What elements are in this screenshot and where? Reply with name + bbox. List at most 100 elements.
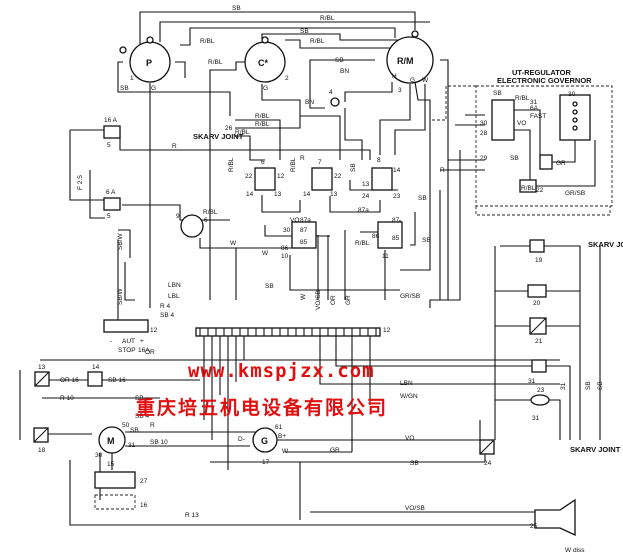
regulator-6a-label: 6A	[530, 105, 539, 112]
regulator-t30: 30	[480, 120, 488, 127]
wire-label: 31	[560, 382, 567, 390]
wire-label: GR/SB	[400, 293, 420, 300]
wire-label: R/BL	[208, 59, 223, 66]
skarv-joint-2: SKARV JOINT	[588, 240, 623, 249]
regulator-rbl-label: R/BL	[515, 95, 530, 102]
wire-label: GR	[330, 447, 340, 454]
generator-g-term: 61	[275, 424, 283, 431]
component-25-num: 25	[530, 523, 538, 530]
amp-label: 16A	[138, 347, 150, 354]
wire-label: SB	[232, 5, 241, 12]
wire-label: 31	[532, 415, 540, 422]
wire-label: LBL	[168, 293, 180, 300]
wire-label: R/BL	[320, 15, 335, 22]
wire-label: W/GN	[400, 393, 418, 400]
motor-m-term: 30	[95, 452, 103, 459]
generator-g-term: D-	[238, 436, 245, 443]
component-p-sensor	[531, 359, 547, 373]
wire-label: 31	[528, 378, 536, 385]
wire-label: W	[300, 293, 307, 300]
wire-label: SB 4	[160, 312, 174, 319]
relay-term: 85	[300, 239, 308, 246]
top-wiring	[69, 11, 485, 321]
regulator-vo-label: VO	[517, 120, 526, 127]
wire-label: SB	[300, 28, 309, 35]
wire-label: F 2.5	[77, 175, 84, 190]
motor-c-letter: C*	[258, 58, 268, 68]
component-20	[527, 284, 547, 298]
component-22-label: R/BL	[521, 185, 536, 192]
motor-rm-num: 3	[398, 87, 402, 94]
relay-8: 8 14 13 24 23	[362, 157, 401, 200]
relay-8-num: 8	[377, 157, 381, 164]
regulator-fast-label: FAST	[530, 113, 546, 120]
wire-label: VO/SB	[405, 505, 425, 512]
motor-rm-letter: R/M	[397, 56, 414, 66]
component-4-num: 4	[329, 89, 333, 96]
wire-label: W	[230, 240, 237, 247]
relay-term: 14	[303, 191, 311, 198]
motor-m-term: 50	[122, 422, 130, 429]
wire-label: R	[172, 143, 177, 150]
lamp-icon	[146, 36, 154, 44]
aut-label: AUT	[122, 338, 135, 345]
wire-label: SB	[422, 237, 431, 244]
relay-term: 87	[300, 227, 308, 234]
component-25-horn	[534, 498, 576, 537]
bottom-section: 13 14 SB 16 OR 16 R 10 18 M 15 50 30 31 …	[33, 349, 585, 554]
relay-10-num: 10	[281, 253, 289, 260]
component-13-num: 13	[38, 364, 46, 371]
relay-term: 85	[392, 235, 400, 242]
relay-term: 87	[392, 217, 400, 224]
relay-7: 7 22 14 13	[303, 159, 342, 198]
regulator-30-label: 30	[568, 91, 576, 98]
relay-11-num: 11	[382, 253, 389, 260]
wire-label: R/BL	[355, 240, 370, 247]
wire-label: R 13	[185, 512, 199, 519]
relay-term: 87a	[358, 207, 369, 214]
wire-label: R	[150, 422, 155, 429]
skarv-joint-1: SKARV JOINT	[193, 132, 244, 141]
wire-label: OR	[145, 349, 155, 356]
wire-label: SB	[410, 460, 419, 467]
watermark-url: www.kmspjzx.com	[188, 360, 375, 382]
fuse-6a-num: 5	[107, 213, 111, 220]
regulator-relay	[491, 99, 515, 141]
wire-label: R	[440, 167, 445, 174]
regulator-grsb-label: GR/SB	[565, 190, 585, 197]
relay-term: 86	[372, 233, 380, 240]
component-9: 9 6 R/BL	[176, 209, 218, 238]
joint-num: 26	[225, 125, 233, 132]
wire-label: R 4	[160, 303, 171, 310]
wire-label: BN	[305, 99, 314, 106]
wire-label: SB	[265, 283, 274, 290]
wire-label: GR	[345, 295, 352, 305]
wire-label: SB	[335, 57, 344, 64]
regulator-title-1: UT-REGULATOR	[512, 68, 571, 77]
wire-label: VO	[405, 435, 414, 442]
generator-g-term: B+	[278, 433, 286, 440]
relay-term: 86	[281, 245, 289, 252]
wire-label: VO	[290, 217, 299, 224]
component-9-term: 6	[204, 217, 208, 224]
wire-label: R/BL	[255, 113, 270, 120]
relay-6: 6 22 12 14 13	[245, 159, 285, 198]
wire-label: OR	[330, 295, 337, 305]
motor-rm-h: H	[392, 73, 397, 80]
stop-label: STOP	[118, 347, 136, 354]
motor-c-num: 2	[285, 75, 289, 82]
wire-label: SB	[135, 395, 144, 402]
wire-label: SB	[585, 381, 592, 390]
motor-c: C* 2 G	[244, 36, 289, 92]
relay-7-num: 7	[318, 159, 322, 166]
terminal-12-right: 12	[383, 327, 391, 334]
right-components: 19 20 21 23 SKARV JOINT SKARV JOINT SB S…	[494, 239, 623, 454]
motor-p-term: G	[151, 85, 156, 92]
relay-term: 14	[393, 167, 401, 174]
fuse-6a: 6 A 5	[103, 189, 121, 220]
terminal-12-left: 12	[150, 327, 158, 334]
component-19-num: 19	[535, 257, 543, 264]
wire-label: SB	[130, 427, 139, 434]
wire-label: SB/W	[117, 233, 124, 250]
